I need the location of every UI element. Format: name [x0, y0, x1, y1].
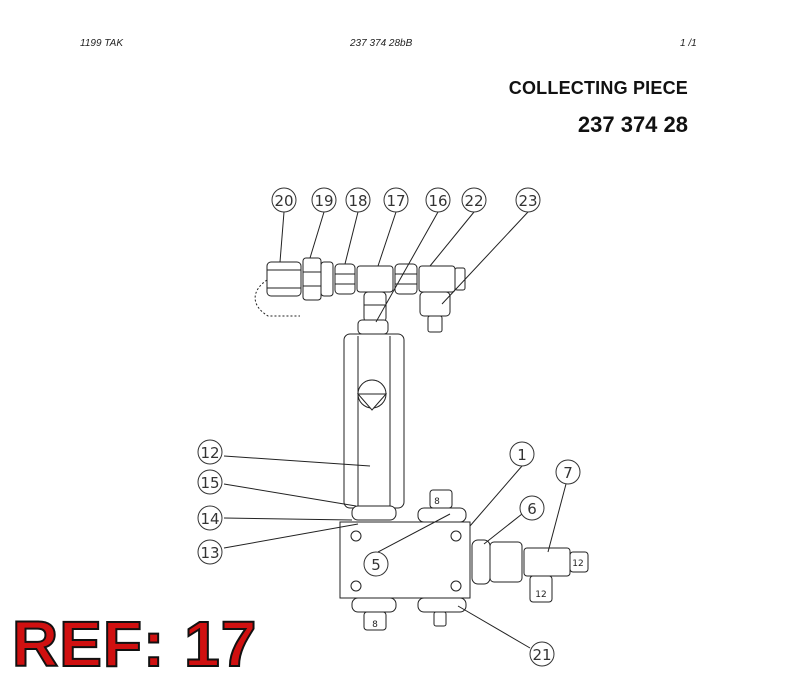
part-mark-elbow-12-right: 12: [572, 559, 583, 569]
part-mark-bottom-8: 8: [372, 620, 378, 630]
adapter-part-18: [334, 263, 356, 295]
plug-part-21: [417, 597, 467, 627]
callout-bubble-16: [425, 187, 451, 213]
callout-label-14: 14: [200, 510, 219, 528]
callout-label-17: 17: [386, 192, 405, 210]
callout-label-15: 15: [200, 474, 219, 492]
callout-label-20: 20: [274, 192, 293, 210]
callout-bubble-14: [197, 505, 223, 531]
callout-bubble-17: [383, 187, 409, 213]
callout-bubble-5: [363, 551, 389, 577]
callout-bubble-1: [509, 441, 535, 467]
callout-bubble-20: [271, 187, 297, 213]
callout-label-16: 16: [428, 192, 447, 210]
cap-part: [266, 261, 302, 297]
page-title: COLLECTING PIECE: [508, 78, 688, 98]
callout-bubble-12: [197, 439, 223, 465]
callout-bubble-15: [197, 469, 223, 495]
callout-bubble-6: [519, 495, 545, 521]
callout-label-6: 6: [527, 500, 537, 518]
washer-part-14: [351, 505, 397, 521]
header-document-code: 237 374 28bB: [350, 38, 413, 49]
tee-part-17: [356, 265, 394, 323]
connector-bottom-8: [351, 597, 397, 631]
part-mark-elbow-12-bottom: 12: [535, 590, 546, 600]
fitting-part-6: [471, 539, 523, 585]
nut-part-19: [302, 257, 334, 301]
sight-glass-part-12: [343, 333, 405, 509]
callout-label-18: 18: [348, 192, 367, 210]
part-number: 237 374 28: [577, 112, 688, 137]
callout-bubble-19: [311, 187, 337, 213]
retaining-chain: [254, 279, 300, 317]
callout-label-1: 1: [517, 446, 527, 464]
callout-bubble-13: [197, 539, 223, 565]
reference-label: REF: 17: [11, 608, 258, 680]
callout-bubble-23: [515, 187, 541, 213]
header-left-text: 1199 TAK: [80, 38, 123, 49]
callout-bubble-18: [345, 187, 371, 213]
callout-bubble-21: [529, 641, 555, 667]
connector-top-8: [417, 489, 467, 523]
callout-label-13: 13: [200, 544, 219, 562]
nut-part-22: [394, 263, 418, 295]
callout-label-5: 5: [371, 556, 381, 574]
callout-label-12: 12: [200, 444, 219, 462]
leader-lines: [223, 211, 567, 649]
elbow-part-7: [523, 547, 589, 603]
part-mark-top-8: 8: [434, 497, 440, 507]
callout-label-22: 22: [464, 192, 483, 210]
callout-bubble-22: [461, 187, 487, 213]
header-page-number: 1 /1: [680, 38, 697, 49]
callout-label-7: 7: [563, 464, 573, 482]
callout-label-21: 21: [532, 646, 551, 664]
callout-label-23: 23: [518, 192, 537, 210]
elbow-part-23: [418, 265, 466, 333]
nut-part-16: [357, 319, 389, 335]
callout-bubble-7: [555, 459, 581, 485]
block-part-1: [339, 521, 471, 599]
callout-label-19: 19: [314, 192, 333, 210]
